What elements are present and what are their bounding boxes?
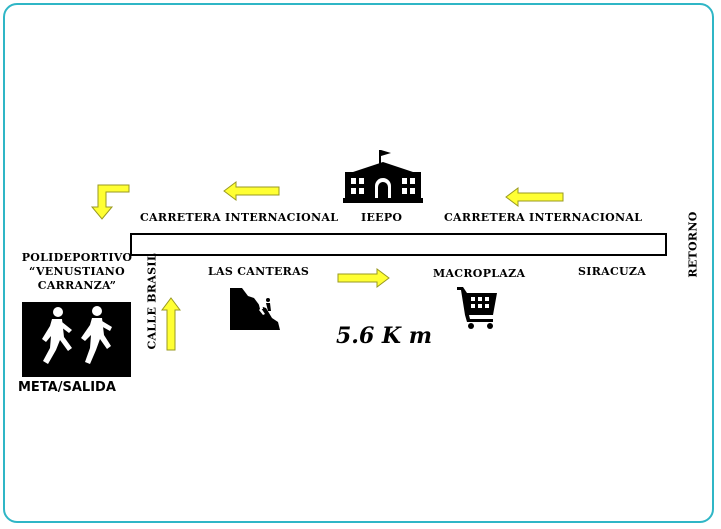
- label-calle-brasil: CALLE BRASIL: [145, 253, 159, 350]
- label-siracuza: SIRACUZA: [578, 265, 647, 278]
- label-macroplaza: MACROPLAZA: [433, 267, 526, 280]
- label-las-canteras: LAS CANTERAS: [208, 265, 310, 278]
- meta-salida-label: META/SALIDA: [18, 380, 116, 395]
- up-arrow-icon: [161, 297, 181, 351]
- route-road: [130, 233, 667, 256]
- label-retorno: RETORNO: [686, 211, 700, 278]
- venue-line-2: “VENUSTIANO: [29, 265, 125, 278]
- school-building-icon: [343, 150, 423, 203]
- cliff-climber-icon: [230, 288, 280, 330]
- venue-name: POLIDEPORTIVO “VENUSTIANO CARRANZA”: [20, 251, 134, 293]
- label-carretera-left: CARRETERA INTERNACIONAL: [140, 211, 339, 224]
- distance-label: 5.6 K m: [336, 323, 432, 349]
- shopping-cart-icon: [457, 287, 497, 329]
- label-carretera-right: CARRETERA INTERNACIONAL: [444, 211, 643, 224]
- left-arrow-icon: [505, 187, 564, 207]
- venue-line-3: CARRANZA”: [37, 279, 117, 292]
- right-arrow-icon: [337, 268, 390, 288]
- map-frame: [3, 3, 714, 523]
- runners-icon: [22, 302, 131, 377]
- label-ieepo: IEEPO: [361, 211, 403, 224]
- left-arrow-icon: [223, 181, 280, 201]
- venue-line-1: POLIDEPORTIVO: [21, 251, 133, 264]
- corner-arrow-icon: [90, 184, 130, 220]
